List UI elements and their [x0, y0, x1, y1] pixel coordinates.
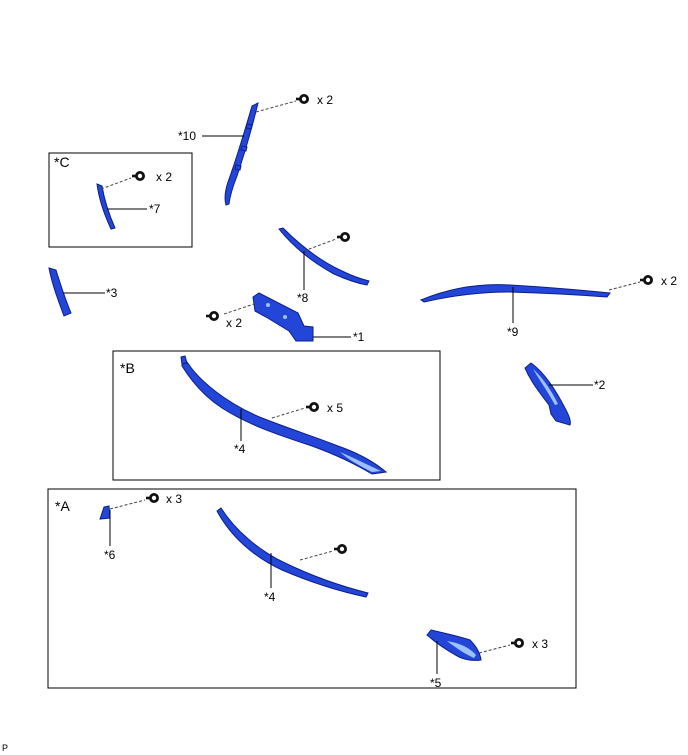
box-label: *A [55, 498, 70, 514]
part-1 [252, 292, 314, 342]
part-2 [524, 362, 571, 426]
part-3 [48, 267, 72, 317]
callout-label: *7 [149, 202, 161, 216]
part-7 [96, 183, 116, 230]
box-b [112, 350, 441, 481]
clip-icon [337, 232, 350, 242]
box-a [47, 488, 577, 689]
box-c [48, 152, 193, 248]
callout-label: *9 [507, 325, 519, 339]
callout-label: *4 [234, 442, 246, 456]
quantity-label: x 2 [156, 170, 172, 184]
part-9 [419, 284, 611, 303]
callout-label: *10 [178, 129, 196, 143]
clip-icon [334, 544, 347, 554]
part-5 [426, 629, 482, 661]
part-8 [278, 227, 370, 286]
clip-icon [640, 275, 653, 285]
callout-label: *6 [104, 548, 116, 562]
clip-icon [306, 402, 319, 412]
callout-label: *3 [106, 286, 118, 300]
quantity-label: x 3 [166, 492, 182, 506]
quantity-label: x 2 [317, 93, 333, 107]
box-label: *B [120, 360, 135, 376]
callout-label: *2 [594, 378, 606, 392]
clip-icon [146, 493, 159, 503]
footer-mark: P [2, 743, 8, 753]
quantity-label: x 2 [661, 274, 677, 288]
callout-label: *5 [430, 676, 442, 690]
part-6 [99, 505, 111, 520]
box-label: *C [54, 154, 70, 170]
clip-icon [511, 638, 524, 648]
quantity-label: x 2 [226, 316, 242, 330]
callout-label: *1 [353, 330, 365, 344]
quantity-label: x 5 [327, 401, 343, 415]
callout-label: *8 [297, 291, 309, 305]
clip-icon [206, 311, 219, 321]
clip-icon [132, 171, 145, 181]
part-10 [224, 102, 259, 206]
callout-label: *4 [264, 590, 276, 604]
quantity-label: x 3 [532, 637, 548, 651]
clip-icon [296, 94, 309, 104]
part-4-b [180, 355, 388, 475]
part-4-a [216, 507, 369, 598]
